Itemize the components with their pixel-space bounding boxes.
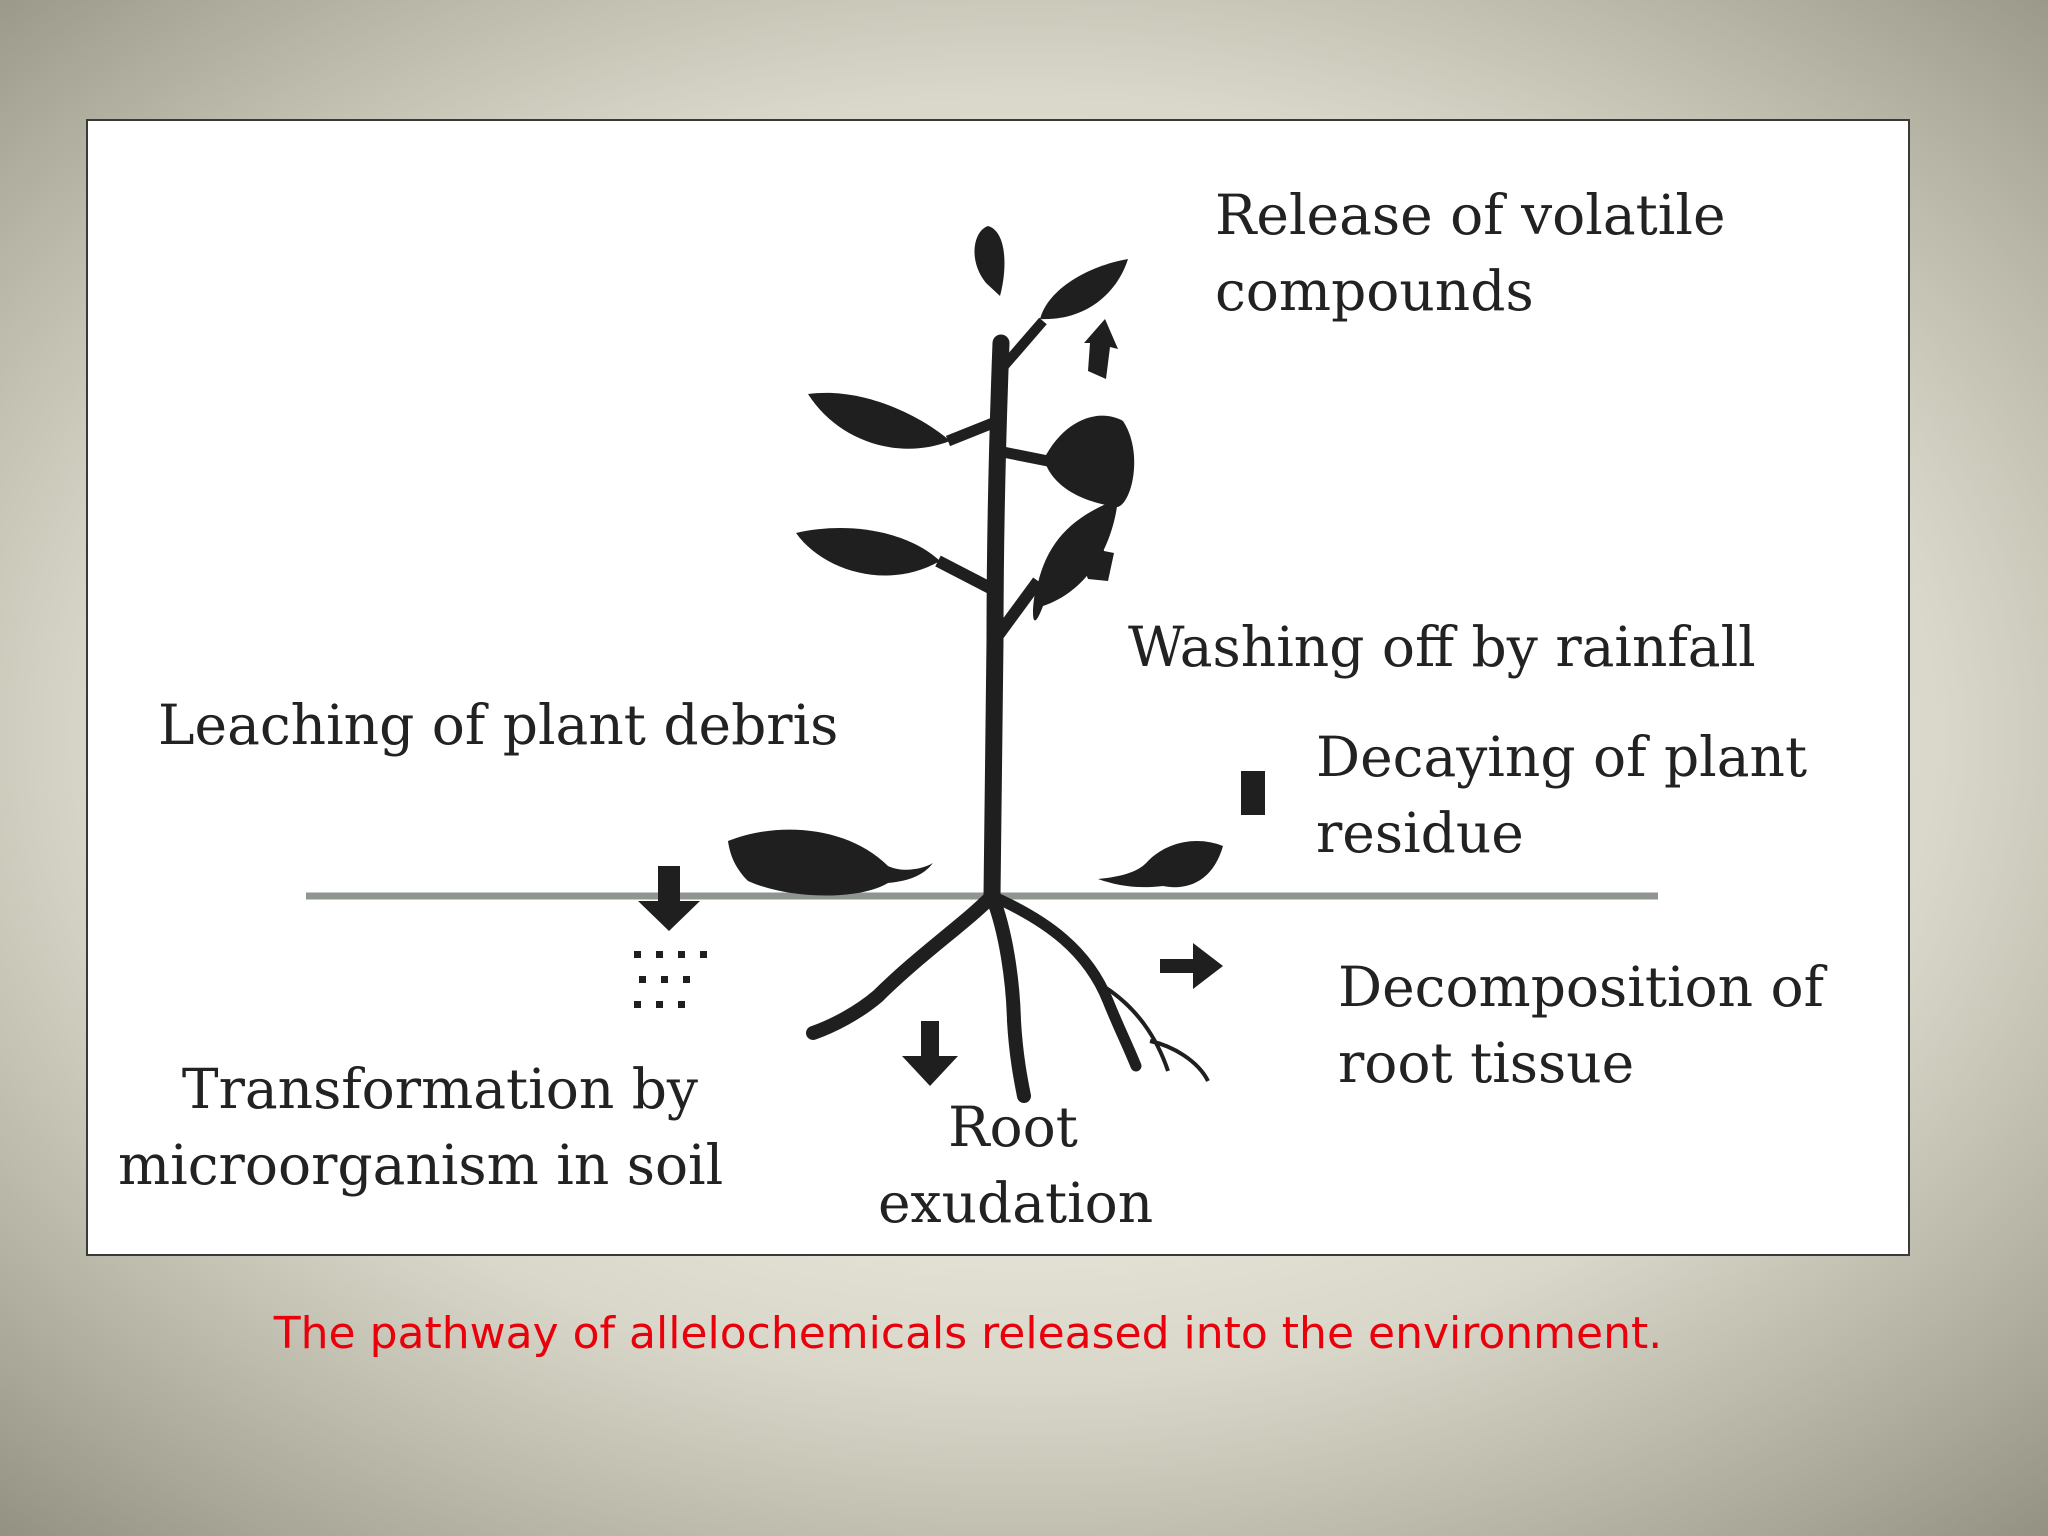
arrow-decomposition-right xyxy=(1160,943,1223,989)
decaying-marker xyxy=(1241,771,1265,815)
figure-frame: Release of volatile compounds Washing of… xyxy=(86,119,1910,1256)
label-decaying-plant-residue: Decaying of plant residue xyxy=(1316,719,1807,871)
figure-caption: The pathway of allelochemicals released … xyxy=(273,1308,1663,1359)
upper-left-leaf xyxy=(808,392,950,449)
label-leaching-plant-debris: Leaching of plant debris xyxy=(158,693,839,757)
label-root-exudation-line-1: Root xyxy=(948,1095,1078,1159)
root-hairs xyxy=(1097,981,1210,1082)
top-right-leaf xyxy=(1040,259,1128,320)
fallen-leaf-left xyxy=(728,829,933,896)
root-right xyxy=(986,890,1142,1072)
label-decaying-line-1: Decaying of plant xyxy=(1316,725,1808,789)
branch-mid-right xyxy=(996,445,1050,467)
lower-left-leaf xyxy=(796,528,940,576)
branch-upper-left xyxy=(945,415,1001,447)
branch-top-right xyxy=(994,317,1047,377)
arrow-leaching-down xyxy=(638,866,700,931)
mid-right-leaf xyxy=(1044,415,1135,507)
label-root-exudation-line-2: exudation xyxy=(878,1171,1154,1235)
branch-lower-left xyxy=(935,555,999,597)
root-center xyxy=(985,889,1031,1103)
arrow-rainfall-down xyxy=(1078,521,1114,581)
label-volatile-line-2: compounds xyxy=(1215,259,1534,323)
arrow-volatile-up xyxy=(1084,319,1118,379)
arrow-exudation-down xyxy=(902,1021,958,1086)
label-decaying-line-2: residue xyxy=(1316,801,1524,865)
label-transformation-line-2: microorganism in soil xyxy=(118,1133,724,1197)
microorganism-dots xyxy=(634,951,707,1008)
label-decomposition-line-1: Decomposition of xyxy=(1338,955,1825,1019)
label-decomposition-root-tissue: Decomposition of root tissue xyxy=(1338,949,1824,1101)
branch-lower-right xyxy=(989,577,1043,645)
root-left xyxy=(806,889,999,1040)
allelochemical-pathway-diagram xyxy=(306,226,1658,1103)
top-bud-leaf xyxy=(974,226,1005,296)
label-transformation-microorganism: Transformation by microorganism in soil xyxy=(118,1051,724,1203)
label-washing-off-rainfall: Washing off by rainfall xyxy=(1128,615,1756,679)
label-volatile-line-1: Release of volatile xyxy=(1215,183,1726,247)
label-transformation-line-1: Transformation by xyxy=(181,1057,698,1121)
fallen-leaf-right xyxy=(1098,841,1223,888)
label-root-exudation: Root exudation xyxy=(878,1089,1154,1241)
label-volatile-compounds: Release of volatile compounds xyxy=(1215,177,1726,329)
label-decomposition-line-2: root tissue xyxy=(1338,1031,1635,1095)
